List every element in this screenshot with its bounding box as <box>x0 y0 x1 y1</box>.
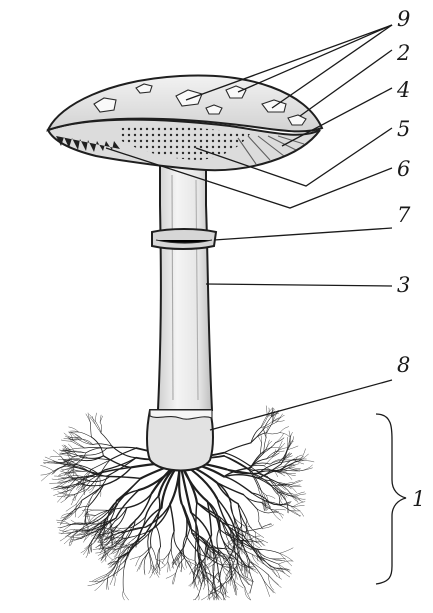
mushroom-volva-base <box>147 410 213 471</box>
label-9: 9 <box>397 7 410 31</box>
label-3: 3 <box>397 273 410 297</box>
label-1: 1 <box>412 487 425 511</box>
label-5: 5 <box>397 117 410 141</box>
label-6: 6 <box>397 157 410 181</box>
mushroom-stem <box>158 160 212 410</box>
mushroom-cap <box>48 75 322 170</box>
label-8: 8 <box>397 353 410 377</box>
label-2: 2 <box>396 41 410 65</box>
mushroom-ring-annulus <box>152 229 216 249</box>
label-group: 9 2 4 5 6 7 3 8 1 <box>396 7 425 511</box>
label-4: 4 <box>396 78 410 102</box>
label-7: 7 <box>397 203 411 227</box>
